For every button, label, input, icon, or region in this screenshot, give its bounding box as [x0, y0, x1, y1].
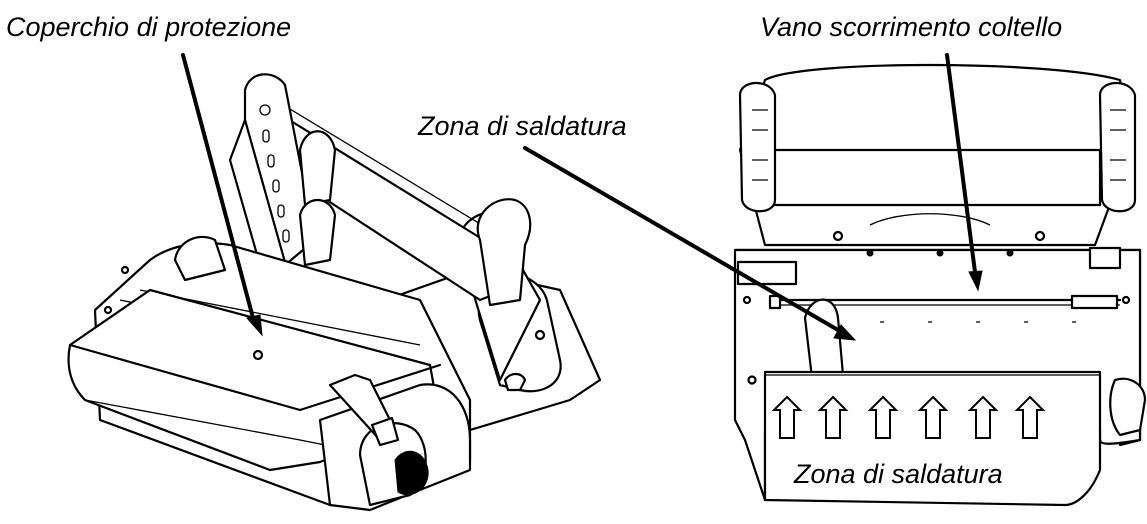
up-arrow-icon [967, 395, 999, 439]
cover-arrowhead [246, 314, 263, 337]
cover-leader-line [181, 53, 255, 320]
sealing-zone-leader-line [523, 146, 840, 332]
cover-label: Coperchio di protezione [6, 12, 292, 42]
sealing-direction-arrows [771, 395, 1046, 439]
up-arrow-icon [1014, 395, 1046, 439]
up-arrow-icon [771, 395, 803, 439]
sealing-zone-bottom-label: Zona di saldatura [794, 459, 1003, 489]
knife-slot-leader-line [945, 53, 977, 274]
up-arrow-icon [917, 395, 949, 439]
knife-slot-arrowhead [968, 270, 983, 292]
sealing-zone-label: Zona di saldatura [418, 111, 627, 141]
knife-slot-label: Vano scorrimento coltello [760, 12, 1063, 42]
leader-lines [181, 53, 983, 341]
left-machine-drawing [67, 73, 602, 512]
up-arrow-icon [817, 395, 849, 439]
up-arrow-icon [867, 395, 899, 439]
right-machine-drawing [733, 63, 1147, 507]
sealing-zone-arrowhead [833, 324, 857, 341]
